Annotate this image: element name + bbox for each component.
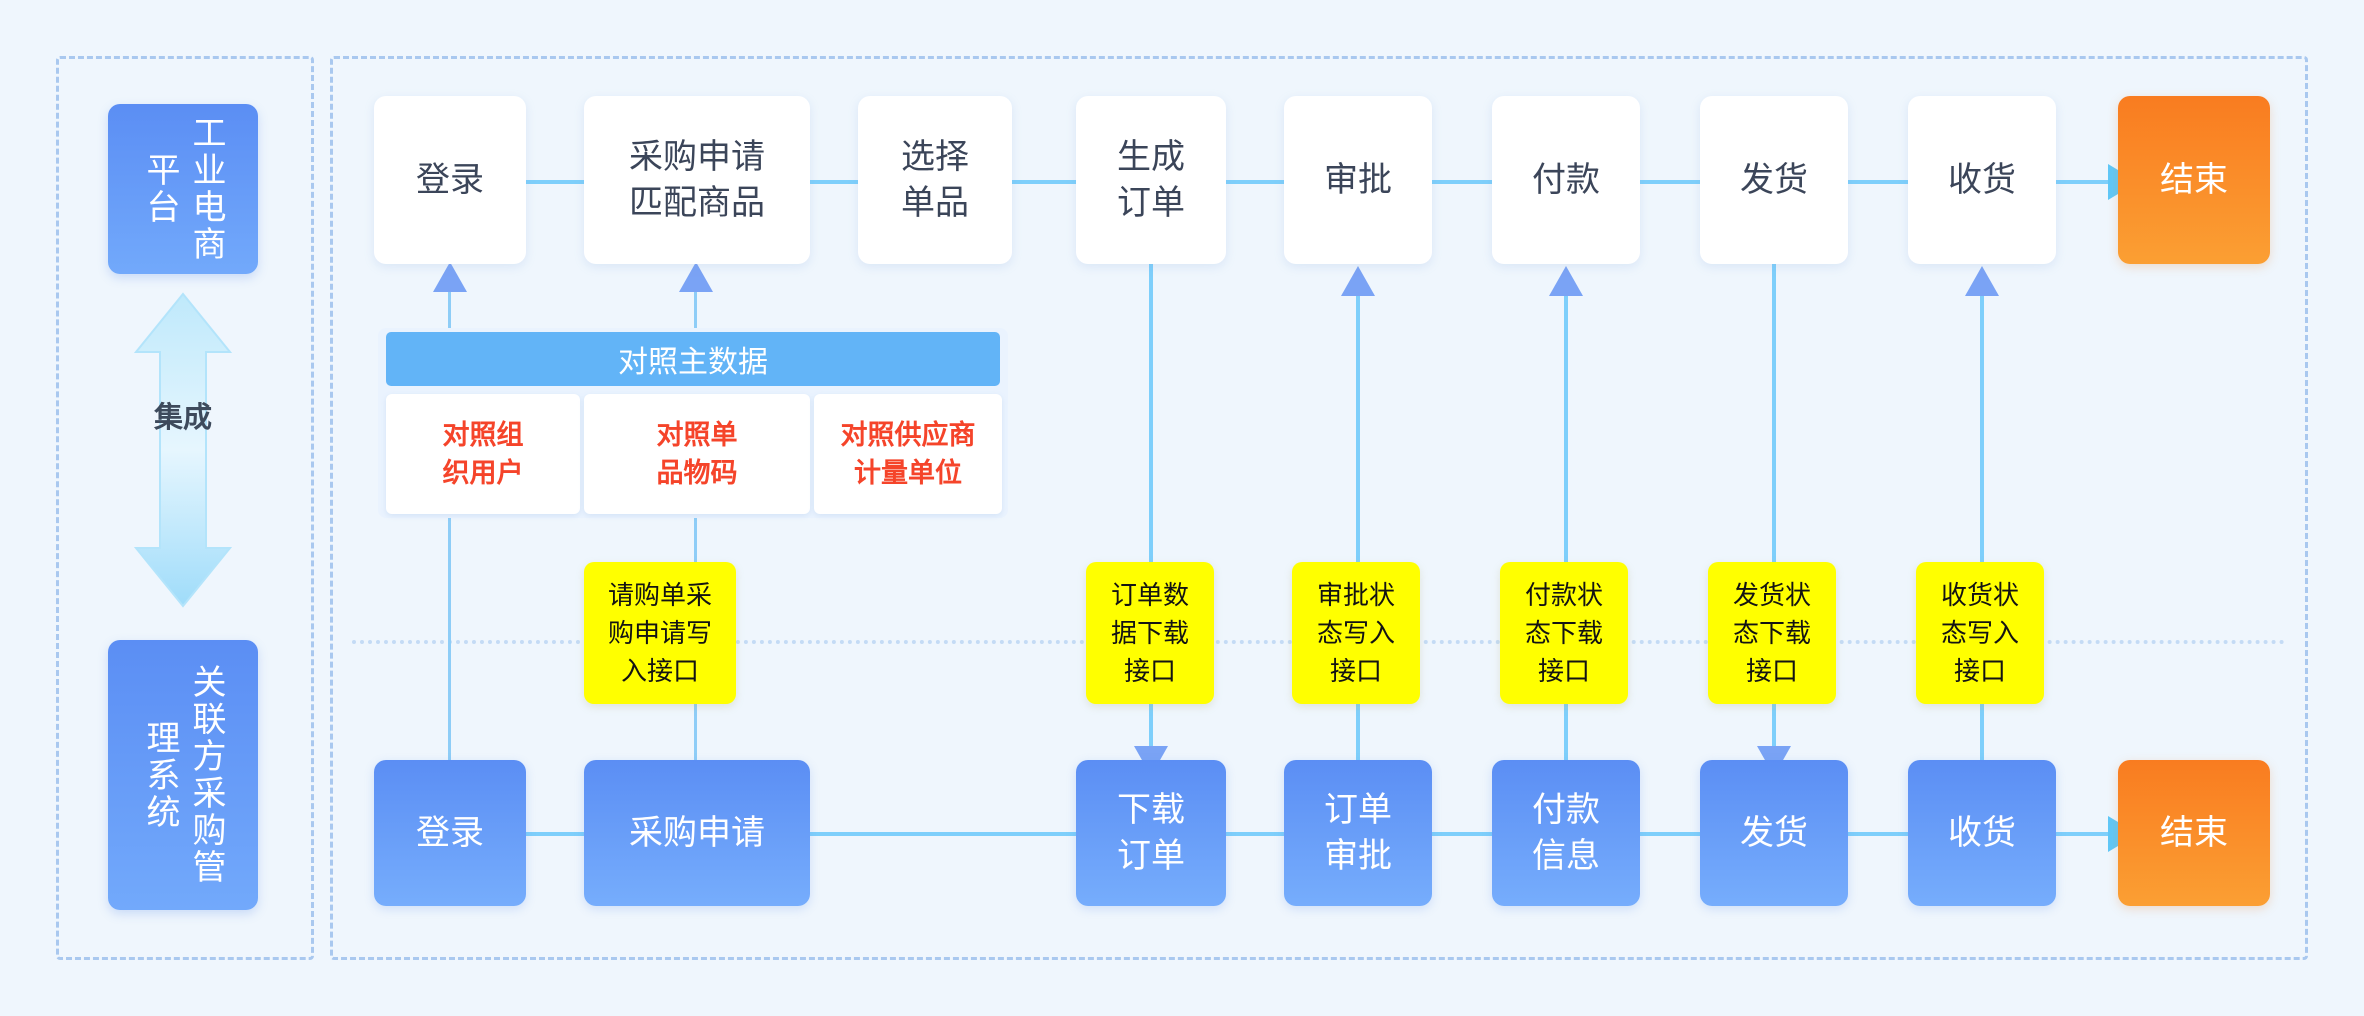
master-data-card-org-user[interactable]: 对照组 织用户 bbox=[386, 394, 580, 514]
top-node-payment[interactable]: 付款 bbox=[1492, 96, 1640, 264]
process-flow-frame bbox=[330, 56, 2308, 960]
master-data-card-item-code[interactable]: 对照单 品物码 bbox=[584, 394, 810, 514]
approval-column-line-upper bbox=[1356, 296, 1360, 562]
approval-up-arrow-icon bbox=[1341, 266, 1375, 296]
integration-double-arrow: 集成 bbox=[130, 290, 236, 610]
bottom-connector-6 bbox=[1848, 832, 1908, 836]
master-data-card-supplier-uom[interactable]: 对照供应商 计量单位 bbox=[814, 394, 1002, 514]
lane-title-ecommerce-platform-label: 工业电商平台 bbox=[141, 115, 225, 263]
bottom-connector-2 bbox=[810, 832, 1076, 836]
shipping-column-line-lower bbox=[1772, 704, 1776, 748]
systems-column-frame bbox=[56, 56, 314, 960]
bottom-node-receiving[interactable]: 收货 bbox=[1908, 760, 2056, 906]
bottom-node-payment-info[interactable]: 付款 信息 bbox=[1492, 760, 1640, 906]
lane-title-procurement-system: 关联方采购管理系统 bbox=[108, 640, 258, 910]
interface-purchase-request-write[interactable]: 请购单采 购申请写 入接口 bbox=[584, 562, 736, 704]
interface-payment-status-download[interactable]: 付款状 态下载 接口 bbox=[1500, 562, 1628, 704]
order-column-line-upper bbox=[1149, 264, 1153, 562]
top-connector-7 bbox=[1848, 180, 1908, 184]
top-node-login[interactable]: 登录 bbox=[374, 96, 526, 264]
top-node-generate-order[interactable]: 生成 订单 bbox=[1076, 96, 1226, 264]
md-to-request-line bbox=[694, 288, 697, 334]
lane-title-ecommerce-platform: 工业电商平台 bbox=[108, 104, 258, 274]
bottom-node-login[interactable]: 登录 bbox=[374, 760, 526, 906]
bottom-node-download-order[interactable]: 下载 订单 bbox=[1076, 760, 1226, 906]
md-to-login-line bbox=[448, 288, 451, 334]
md-to-request-arrow-icon bbox=[679, 262, 713, 292]
bottom-node-purchase-request[interactable]: 采购申请 bbox=[584, 760, 810, 906]
shipping-column-line-upper bbox=[1772, 264, 1776, 562]
receiving-up-arrow-icon bbox=[1965, 266, 1999, 296]
request-column-line-lower bbox=[694, 704, 697, 780]
top-connector-3 bbox=[1012, 180, 1076, 184]
approval-column-line-lower bbox=[1356, 704, 1360, 780]
top-node-approval[interactable]: 审批 bbox=[1284, 96, 1432, 264]
bottom-node-order-approval[interactable]: 订单 审批 bbox=[1284, 760, 1432, 906]
bottom-node-shipping[interactable]: 发货 bbox=[1700, 760, 1848, 906]
top-connector-2 bbox=[810, 180, 858, 184]
master-data-header: 对照主数据 bbox=[386, 332, 1000, 386]
payment-column-line-lower bbox=[1564, 704, 1568, 780]
top-connector-6 bbox=[1640, 180, 1700, 184]
interface-shipping-status-download[interactable]: 发货状 态下载 接口 bbox=[1708, 562, 1836, 704]
order-column-line-lower bbox=[1149, 704, 1153, 748]
receiving-column-line-upper bbox=[1980, 296, 1984, 562]
interface-approval-status-write[interactable]: 审批状 态写入 接口 bbox=[1292, 562, 1420, 704]
top-node-shipping[interactable]: 发货 bbox=[1700, 96, 1848, 264]
master-data-header-label: 对照主数据 bbox=[618, 346, 768, 379]
receiving-column-line-lower bbox=[1980, 704, 1984, 780]
top-connector-5 bbox=[1432, 180, 1492, 184]
bottom-connector-3 bbox=[1226, 832, 1284, 836]
bottom-node-end[interactable]: 结束 bbox=[2118, 760, 2270, 906]
request-column-line-upper bbox=[694, 514, 697, 562]
payment-up-arrow-icon bbox=[1549, 266, 1583, 296]
payment-column-line-upper bbox=[1564, 296, 1568, 562]
bottom-connector-4 bbox=[1432, 832, 1492, 836]
integration-label: 集成 bbox=[153, 402, 212, 434]
top-node-purchase-request-match[interactable]: 采购申请 匹配商品 bbox=[584, 96, 810, 264]
login-column-line bbox=[448, 514, 451, 780]
md-to-login-arrow-icon bbox=[433, 262, 467, 292]
interface-receiving-status-write[interactable]: 收货状 态写入 接口 bbox=[1916, 562, 2044, 704]
top-node-end[interactable]: 结束 bbox=[2118, 96, 2270, 264]
interface-order-data-download[interactable]: 订单数 据下载 接口 bbox=[1086, 562, 1214, 704]
double-arrow-icon bbox=[133, 292, 233, 608]
bottom-connector-5 bbox=[1640, 832, 1700, 836]
top-connector-1 bbox=[526, 180, 584, 184]
top-node-receiving[interactable]: 收货 bbox=[1908, 96, 2056, 264]
top-node-select-item[interactable]: 选择 单品 bbox=[858, 96, 1012, 264]
lane-title-procurement-system-label: 关联方采购管理系统 bbox=[141, 664, 225, 886]
bottom-connector-1 bbox=[526, 832, 584, 836]
top-connector-4 bbox=[1226, 180, 1284, 184]
top-connector-8 bbox=[2056, 180, 2118, 184]
bottom-connector-7 bbox=[2056, 832, 2118, 836]
